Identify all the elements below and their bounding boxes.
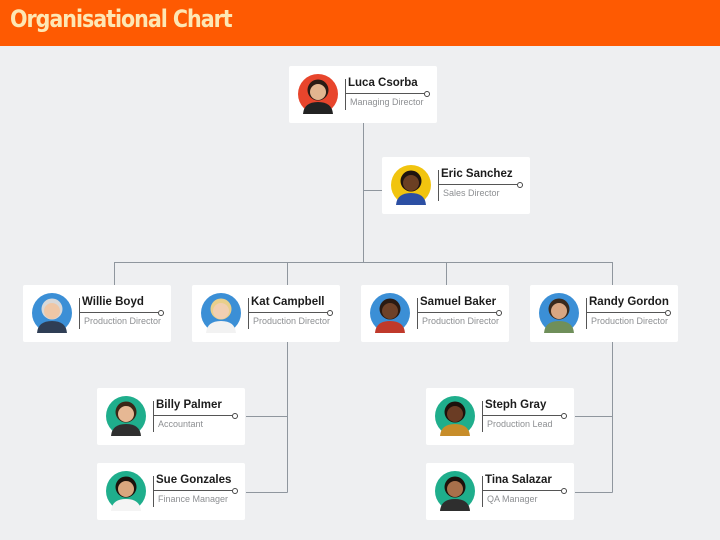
expand-dot-icon[interactable] (232, 413, 238, 419)
person-name: Tina Salazar (485, 474, 552, 486)
person-name: Luca Csorba (348, 77, 418, 89)
person-card-randy[interactable]: Randy Gordon Production Director (530, 285, 678, 342)
portrait-icon (391, 165, 431, 205)
avatar (106, 396, 146, 436)
person-card-tina[interactable]: Tina Salazar QA Manager (426, 463, 574, 520)
person-card-luca[interactable]: Luca Csorba Managing Director (289, 66, 437, 123)
portrait-icon (32, 293, 72, 333)
expand-dot-icon[interactable] (561, 488, 567, 494)
person-role: Production Director (422, 316, 500, 326)
portrait-icon (435, 471, 475, 511)
person-role: QA Manager (487, 494, 538, 504)
person-name: Randy Gordon (589, 296, 669, 308)
avatar (370, 293, 410, 333)
expand-dot-icon[interactable] (517, 182, 523, 188)
portrait-icon (201, 293, 241, 333)
expand-dot-icon[interactable] (424, 91, 430, 97)
person-role: Production Director (84, 316, 162, 326)
person-name: Samuel Baker (420, 296, 497, 308)
person-name: Eric Sanchez (441, 168, 513, 180)
header-bar: Organisational Chart (0, 0, 720, 46)
expand-dot-icon[interactable] (665, 310, 671, 316)
person-role: Accountant (158, 419, 204, 429)
person-role: Managing Director (350, 97, 424, 107)
person-card-eric[interactable]: Eric Sanchez Sales Director (382, 157, 530, 214)
person-card-sue[interactable]: Sue Gonzales Finance Manager (97, 463, 245, 520)
person-role: Production Director (253, 316, 331, 326)
portrait-icon (370, 293, 410, 333)
portrait-icon (106, 471, 146, 511)
expand-dot-icon[interactable] (158, 310, 164, 316)
person-name: Willie Boyd (82, 296, 144, 308)
person-role: Production Lead (487, 419, 553, 429)
person-name: Sue Gonzales (156, 474, 232, 486)
expand-dot-icon[interactable] (496, 310, 502, 316)
avatar (106, 471, 146, 511)
avatar (435, 396, 475, 436)
portrait-icon (435, 396, 475, 436)
person-card-willie[interactable]: Willie Boyd Production Director (23, 285, 171, 342)
person-card-steph[interactable]: Steph Gray Production Lead (426, 388, 574, 445)
person-role: Production Director (591, 316, 669, 326)
expand-dot-icon[interactable] (327, 310, 333, 316)
expand-dot-icon[interactable] (561, 413, 567, 419)
avatar (32, 293, 72, 333)
expand-dot-icon[interactable] (232, 488, 238, 494)
avatar (539, 293, 579, 333)
avatar (391, 165, 431, 205)
person-card-kat[interactable]: Kat Campbell Production Director (192, 285, 340, 342)
avatar (435, 471, 475, 511)
person-role: Finance Manager (158, 494, 229, 504)
portrait-icon (298, 74, 338, 114)
portrait-icon (539, 293, 579, 333)
person-name: Kat Campbell (251, 296, 325, 308)
page-title: Organisational Chart (10, 5, 233, 33)
person-name: Steph Gray (485, 399, 547, 411)
person-card-samuel[interactable]: Samuel Baker Production Director (361, 285, 509, 342)
person-name: Billy Palmer (156, 399, 222, 411)
avatar (298, 74, 338, 114)
person-card-billy[interactable]: Billy Palmer Accountant (97, 388, 245, 445)
avatar (201, 293, 241, 333)
portrait-icon (106, 396, 146, 436)
person-role: Sales Director (443, 188, 500, 198)
